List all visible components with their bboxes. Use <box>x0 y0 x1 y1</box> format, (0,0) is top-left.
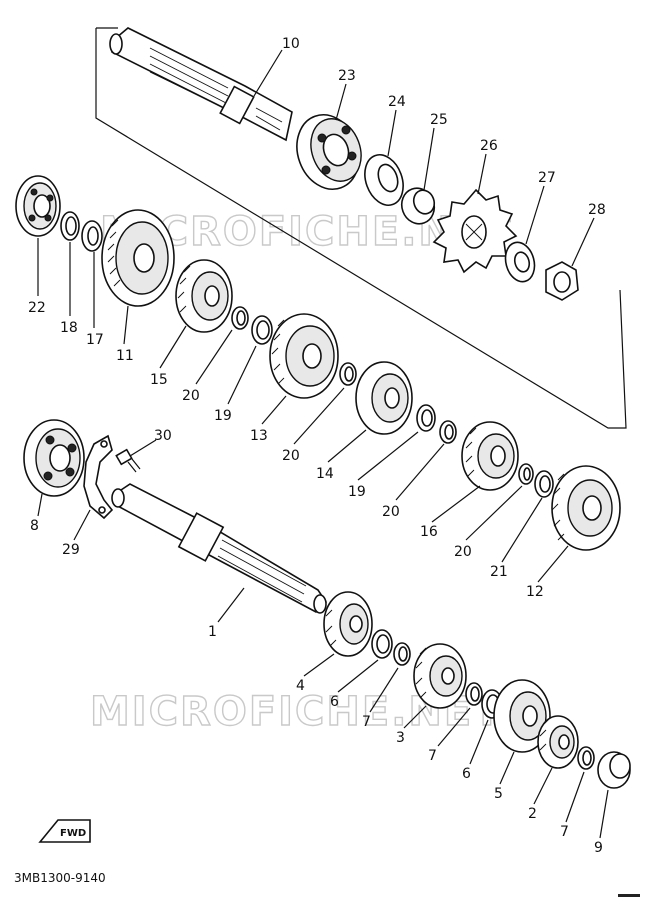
callout-20-d: 20 <box>454 544 472 560</box>
bushing-9 <box>597 751 631 789</box>
gear-14 <box>355 361 413 435</box>
callout-20-c: 20 <box>382 504 400 520</box>
main-axle-shaft <box>111 483 328 614</box>
diagram-code: 3MB1300-9140 <box>14 871 106 885</box>
callout-12: 12 <box>526 584 544 600</box>
callout-11: 11 <box>116 348 134 364</box>
bearing-8 <box>23 419 85 497</box>
drive-axle-shaft <box>109 27 293 142</box>
bearing-23 <box>296 114 362 190</box>
callout-6-b: 6 <box>462 766 471 782</box>
callout-23: 23 <box>338 68 356 84</box>
washer-17 <box>81 220 103 252</box>
bearing-22 <box>15 175 61 237</box>
washer-21 <box>534 470 554 498</box>
gear-16 <box>461 421 519 491</box>
washer-6-a <box>371 629 393 659</box>
callout-19-a: 19 <box>214 408 232 424</box>
callout-19-b: 19 <box>348 484 366 500</box>
callout-6-a: 6 <box>330 694 339 710</box>
callout-29: 29 <box>62 542 80 558</box>
nut-28 <box>545 261 579 301</box>
circlip-7-a <box>393 642 411 666</box>
callout-26: 26 <box>480 138 498 154</box>
circlip-20-a <box>231 306 249 330</box>
callout-10: 10 <box>282 36 300 52</box>
callout-numbers: 10 23 24 25 26 27 28 22 18 17 11 15 20 1… <box>28 36 606 856</box>
callout-4: 4 <box>296 678 305 694</box>
callout-1: 1 <box>208 624 217 640</box>
collar-24 <box>364 154 404 206</box>
gear-11 <box>101 209 175 307</box>
callout-2: 2 <box>528 806 537 822</box>
gear-3 <box>413 643 467 709</box>
callout-8: 8 <box>30 518 39 534</box>
callout-7-c: 7 <box>560 824 569 840</box>
callout-22: 22 <box>28 300 46 316</box>
screw-30 <box>115 448 141 473</box>
bearing-plate-29 <box>83 434 114 520</box>
callout-14: 14 <box>316 466 334 482</box>
leader-lines <box>37 49 609 839</box>
callout-20-a: 20 <box>182 388 200 404</box>
callout-21: 21 <box>490 564 508 580</box>
callout-24: 24 <box>388 94 406 110</box>
fwd-label: FWD <box>60 828 86 839</box>
callout-30: 30 <box>154 428 172 444</box>
lock-washer-27 <box>504 241 536 283</box>
circlip-18 <box>60 211 80 241</box>
callout-28: 28 <box>588 202 606 218</box>
callout-18: 18 <box>60 320 78 336</box>
callout-25: 25 <box>430 112 448 128</box>
spacer-25 <box>400 187 436 225</box>
callout-16: 16 <box>420 524 438 540</box>
callout-20-b: 20 <box>282 448 300 464</box>
callout-17: 17 <box>86 332 104 348</box>
circlip-20-d <box>518 463 534 485</box>
circlip-20-b <box>339 362 357 386</box>
gear-4 <box>323 591 373 657</box>
sprocket-26 <box>432 188 518 274</box>
gear-2 <box>537 715 579 769</box>
callout-7-a: 7 <box>362 714 371 730</box>
circlip-20-c <box>439 420 457 444</box>
callout-5: 5 <box>494 786 503 802</box>
circlip-7-b <box>465 682 483 706</box>
fwd-arrow-icon: FWD <box>38 819 91 843</box>
callout-27: 27 <box>538 170 556 186</box>
washer-19-a <box>251 315 273 345</box>
callout-9: 9 <box>594 840 603 856</box>
gear-12 <box>551 465 621 551</box>
callout-3: 3 <box>396 730 405 746</box>
washer-19-b <box>416 404 436 432</box>
corner-mark <box>618 894 640 897</box>
assembly-boundary <box>95 27 627 429</box>
gear-15 <box>175 259 233 333</box>
callout-15: 15 <box>150 372 168 388</box>
callout-13: 13 <box>250 428 268 444</box>
gear-13 <box>269 313 339 399</box>
gear-5 <box>493 679 551 753</box>
circlip-7-c <box>577 746 595 770</box>
callout-7-b: 7 <box>428 748 437 764</box>
